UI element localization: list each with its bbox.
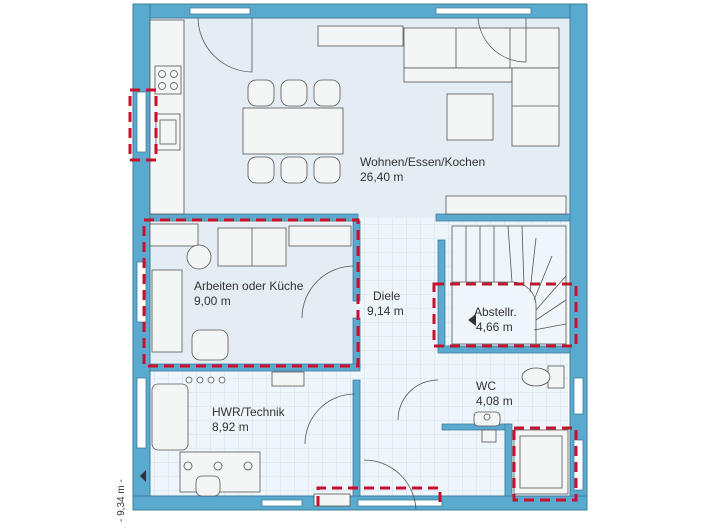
coffee-table — [446, 93, 494, 141]
room-name-living: Wohnen/Essen/Kochen — [360, 155, 485, 169]
door-swing-utility — [304, 393, 356, 445]
door-swing-entrance — [363, 459, 417, 511]
room-name-study: Arbeiten oder Küche — [194, 279, 304, 293]
interior-walls — [149, 213, 571, 497]
room-area-storage: 4,66 m — [476, 320, 513, 334]
room-area-hall: 9,14 m — [367, 304, 404, 318]
study-furniture — [149, 223, 352, 361]
door-swing-study — [301, 265, 355, 319]
sofa — [403, 27, 560, 147]
red-dashed-markings — [128, 88, 578, 506]
dimension-arrow-icon — [140, 470, 146, 482]
door-swing-top — [197, 17, 253, 73]
shelf — [445, 195, 567, 215]
dining-set — [242, 79, 344, 184]
windows — [136, 7, 584, 507]
room-name-hall: Diele — [373, 289, 401, 303]
room-name-wc: WC — [476, 379, 496, 393]
utility-fixtures — [151, 371, 351, 507]
room-area-utility: 8,92 m — [212, 420, 249, 434]
shower — [513, 429, 569, 495]
room-area-living: 26,40 m — [360, 170, 403, 184]
door-swing-hall — [397, 379, 439, 421]
room-name-storage: Abstellr. — [474, 305, 517, 319]
room-area-wc: 4,08 m — [476, 394, 513, 408]
wc-fixtures — [473, 365, 565, 443]
door-swing-terrace — [477, 17, 527, 63]
room-name-utility: HWR/Technik — [212, 405, 286, 419]
sideboard — [317, 25, 404, 47]
stairs-arrow-icon — [468, 314, 476, 326]
dimension-label: - 9,34 m - — [116, 479, 127, 522]
room-area-study: 9,00 m — [194, 294, 231, 308]
